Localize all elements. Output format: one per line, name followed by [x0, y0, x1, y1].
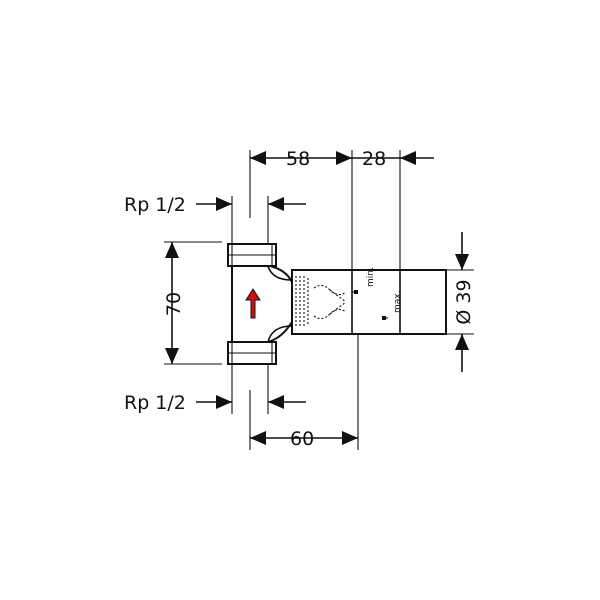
- extension-lines: [164, 150, 474, 450]
- dim-70-label: 70: [163, 292, 185, 316]
- dim-58-label: 58: [286, 148, 310, 170]
- thread-top-label: Rp 1/2: [124, 194, 186, 216]
- thread-bottom-label: Rp 1/2: [124, 392, 186, 414]
- max-label: max.: [393, 291, 403, 313]
- min-label: min.: [366, 267, 376, 287]
- cartridge-extension: [291, 269, 447, 335]
- spline-texture: [295, 276, 347, 328]
- dimension-arrows: [165, 151, 469, 445]
- dim-28-label: 28: [362, 148, 386, 170]
- diameter-39-label: Ø 39: [453, 279, 475, 324]
- valve-body: [227, 243, 293, 365]
- flow-direction-arrow-icon: [245, 288, 261, 319]
- dim-60-label: 60: [290, 428, 314, 450]
